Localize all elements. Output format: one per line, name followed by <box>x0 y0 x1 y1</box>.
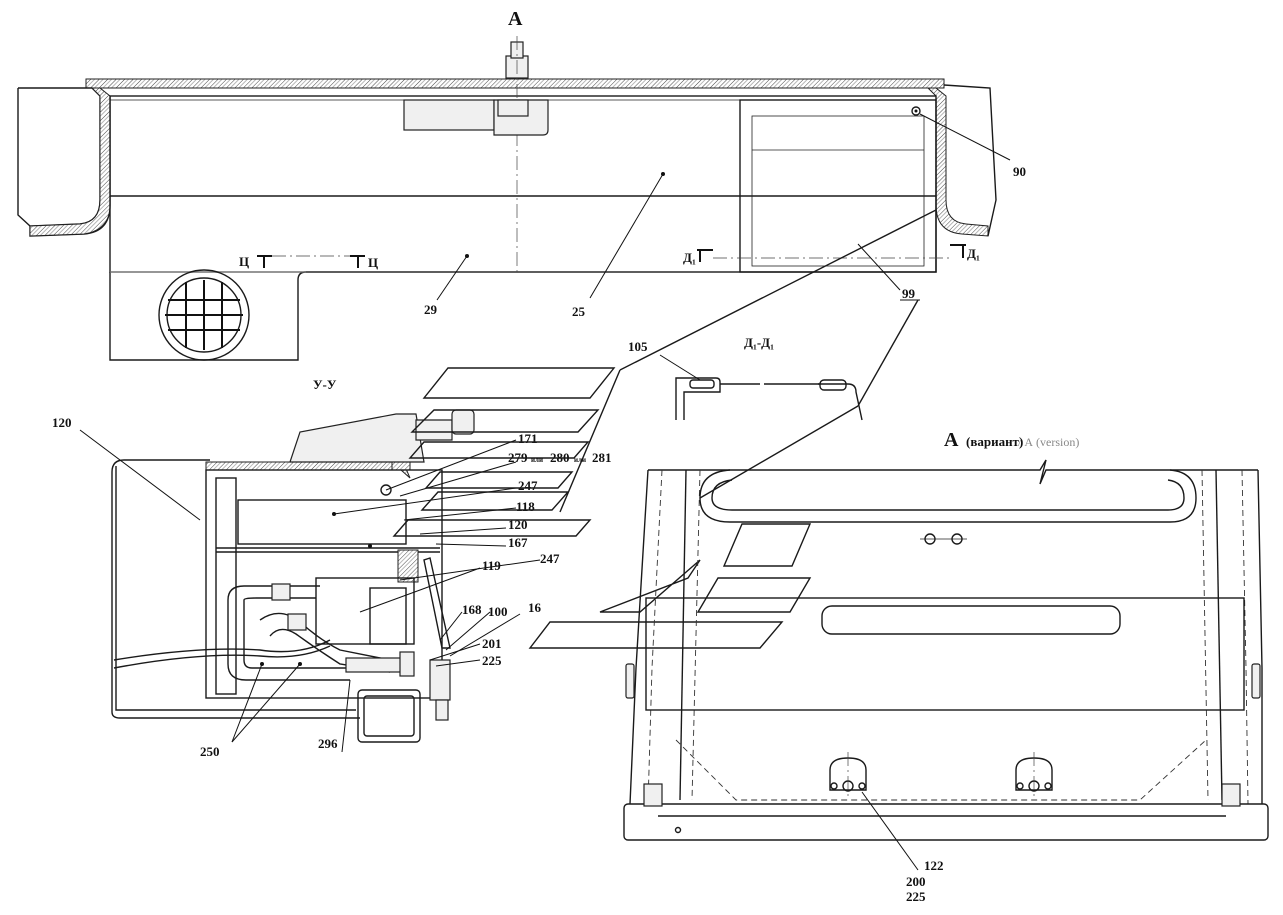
callout-120-left: 120 <box>52 415 72 430</box>
callout-225-right: 225 <box>906 889 926 904</box>
callout-247-mid: 247 <box>540 551 560 566</box>
motor-body <box>403 99 495 131</box>
callout-201: 201 <box>482 636 502 651</box>
left-pillar-inner <box>29 87 111 237</box>
section-u-u: У-У <box>52 377 612 759</box>
callout-16: 16 <box>528 600 542 615</box>
callout-225-left: 225 <box>482 653 502 668</box>
section-c-right: Ц <box>368 255 378 270</box>
callout-250: 250 <box>200 744 220 759</box>
fastener-90 <box>911 106 921 116</box>
label-main-a: А <box>508 8 523 30</box>
bracket-left <box>829 752 867 800</box>
callout-105: 105 <box>628 339 648 354</box>
callout-25: 25 <box>572 304 586 319</box>
filter-panel <box>645 597 1245 711</box>
or-1: или <box>531 456 543 464</box>
label-section-u: У-У <box>313 377 337 392</box>
callout-99: 99 <box>902 286 916 301</box>
section-d-right: Д₁ <box>967 246 980 261</box>
callout-168: 168 <box>462 602 482 617</box>
round-grille <box>158 269 250 361</box>
view-a-variant: А (вариант) / А (version) <box>623 429 1269 904</box>
bracket-right <box>1015 752 1053 800</box>
or-2: или <box>574 456 586 464</box>
label-variant-a: А <box>944 429 959 451</box>
view-a: Ц Ц Д₁ Д₁ А 90 25 29 99 <box>17 8 1026 361</box>
callout-281: 281 <box>592 450 612 465</box>
label-section-d: Д₁-Д₁ <box>744 335 774 350</box>
section-mark-d: Д₁ Д₁ <box>683 244 980 265</box>
section-c-left: Ц <box>239 254 249 269</box>
handle-loop <box>699 469 1197 523</box>
label-variant-en: / А (version) <box>1018 435 1079 449</box>
left-pillar <box>18 87 111 237</box>
callout-200: 200 <box>906 874 926 889</box>
bottom-rail <box>623 803 1269 841</box>
callout-120-mid: 120 <box>508 517 528 532</box>
projection-lines <box>559 209 937 513</box>
roof-panel <box>85 78 945 89</box>
section-d-d: 105 Д₁-Д₁ <box>628 335 863 421</box>
label-variant-ru: (вариант) <box>966 434 1023 449</box>
callout-296: 296 <box>318 736 338 751</box>
callout-90: 90 <box>1013 164 1026 179</box>
callout-118: 118 <box>516 499 535 514</box>
parallelogram-details <box>392 367 812 649</box>
callout-247-top: 247 <box>518 478 538 493</box>
callout-100: 100 <box>488 604 508 619</box>
callout-119: 119 <box>482 558 501 573</box>
right-pillar <box>926 87 989 237</box>
section-u-outer <box>111 459 360 719</box>
callout-167: 167 <box>508 535 528 550</box>
section-d-left: Д₁ <box>683 250 696 265</box>
callout-122: 122 <box>924 858 944 873</box>
slot <box>821 605 1121 635</box>
section-mark-c: Ц Ц <box>239 254 378 270</box>
callout-29: 29 <box>424 302 438 317</box>
callout-171: 171 <box>518 431 538 446</box>
